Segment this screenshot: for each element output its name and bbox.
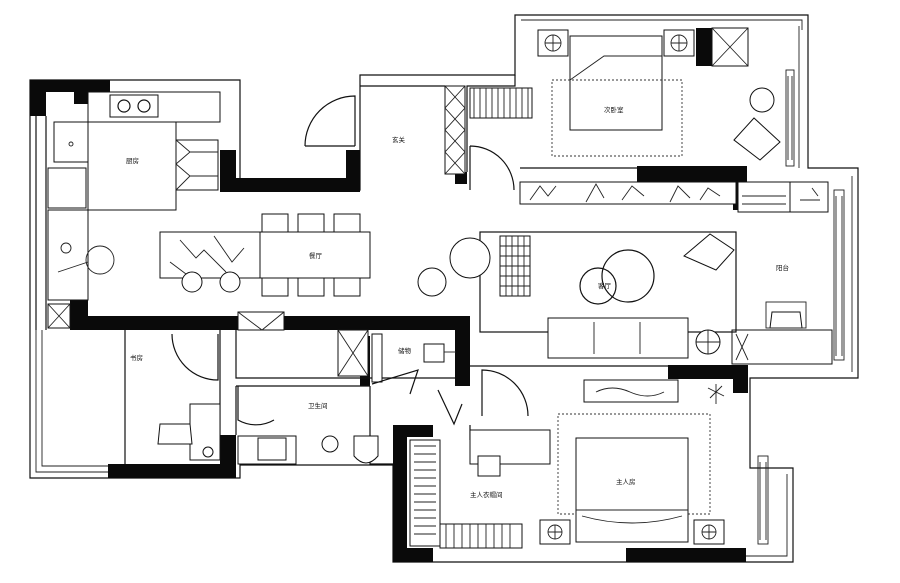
storage-bench	[731, 329, 833, 365]
washbasin	[423, 343, 445, 363]
bathroom-door-swing	[237, 386, 275, 426]
desk	[189, 403, 221, 461]
marble-panel	[519, 181, 737, 205]
partitions	[35, 75, 668, 465]
outlet-icon	[202, 446, 214, 458]
bathroom: 卫生间	[237, 369, 419, 465]
shelf-unit	[237, 311, 285, 331]
kitchen: 厨房	[47, 91, 221, 329]
wall-shelf	[583, 379, 679, 403]
entry: 玄关	[304, 85, 466, 175]
room-label-utility: 储物	[398, 346, 412, 355]
master-bedroom: 次卧室	[469, 27, 795, 191]
fridge	[47, 167, 87, 209]
balcony: 阳台	[731, 181, 845, 365]
bed	[575, 437, 689, 543]
dining-table	[259, 231, 371, 279]
bathroom-door-swing	[371, 369, 419, 395]
round-ottoman	[449, 237, 491, 279]
room-label-study: 书房	[130, 353, 143, 362]
balcony-sink	[789, 181, 829, 213]
room-label-closet: 主人衣帽间	[470, 490, 503, 499]
mirror-cabinet	[371, 333, 383, 383]
coffee-table-small	[579, 267, 617, 305]
dining-chair	[297, 277, 325, 297]
shoe-cabinet	[444, 85, 466, 175]
room-label-living: 客厅	[598, 281, 612, 290]
walls	[30, 28, 748, 562]
dining-chair	[261, 213, 289, 233]
plant-icon	[707, 384, 725, 404]
desk-chair	[157, 423, 193, 445]
wardrobe	[469, 87, 533, 119]
burner-icon	[117, 99, 131, 113]
armchair	[733, 117, 781, 161]
dining-chair	[333, 213, 361, 233]
dining-chair	[261, 277, 289, 297]
room-label-kitchen: 厨房	[126, 156, 139, 165]
marble-sideboard	[159, 231, 261, 279]
dressing-stool	[477, 455, 501, 477]
coffee-table-large	[601, 249, 655, 303]
floor-lamp	[683, 233, 735, 271]
chair	[769, 311, 803, 329]
room-label-balcony: 阳台	[776, 263, 789, 272]
bedroom-door-swing	[469, 145, 515, 191]
dining-chair	[333, 277, 361, 297]
bath-sink	[257, 437, 287, 461]
closet: 主人衣帽间	[409, 389, 551, 549]
bar-stool	[181, 271, 203, 293]
kitchen-island	[87, 121, 177, 211]
window	[833, 189, 845, 361]
bedroom-door-swing	[481, 369, 529, 417]
closet-hanging-rail	[409, 439, 441, 547]
kitchen-cabinet	[175, 139, 219, 191]
floor-drain-icon	[321, 435, 339, 453]
burner-icon	[137, 99, 151, 113]
bed	[569, 35, 663, 131]
window	[757, 455, 769, 545]
laundry-counter	[47, 209, 89, 301]
room-label-master-bedroom: 次卧室	[604, 105, 624, 114]
dining-chair	[297, 213, 325, 233]
side-table	[749, 87, 775, 113]
rug	[551, 79, 683, 157]
balcony-counter	[737, 181, 791, 213]
sofa	[547, 317, 689, 359]
room-label-second-bedroom: 主人房	[616, 477, 636, 486]
utility: 储物	[237, 311, 456, 383]
room-label-entry: 玄关	[392, 135, 406, 144]
room-label-bathroom: 卫生间	[308, 401, 328, 410]
room-label-dining: 餐厅	[309, 251, 323, 260]
stove	[109, 94, 159, 118]
living-room: 客厅	[417, 231, 737, 359]
toilet	[353, 435, 379, 464]
window	[785, 69, 795, 167]
bar-stool	[219, 271, 241, 293]
dining: 餐厅	[159, 213, 371, 297]
study-door-swing	[171, 333, 219, 381]
lounge-chair	[417, 267, 447, 297]
second-bedroom: 主人房	[481, 369, 769, 545]
study: 书房	[130, 333, 221, 461]
entry-door-swing	[304, 95, 356, 147]
